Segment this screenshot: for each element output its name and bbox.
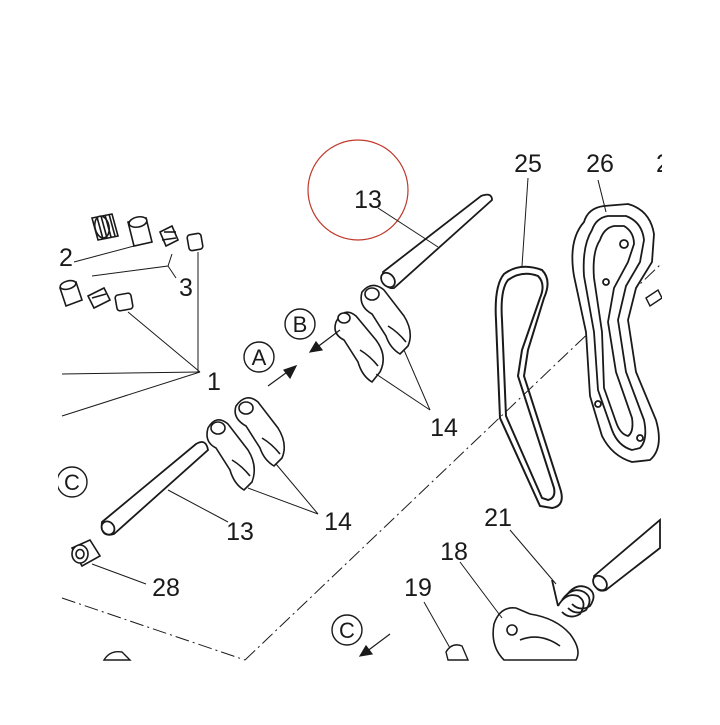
- label-26: 26: [586, 150, 614, 178]
- leader-13-lower: [167, 489, 229, 523]
- view-marker-b-label: B: [293, 312, 308, 337]
- label-3: 3: [179, 274, 193, 302]
- label-28: 28: [152, 574, 180, 602]
- label-13-top: 13: [354, 186, 382, 214]
- small-bush-lower: [114, 292, 134, 312]
- rocker-arm: [206, 419, 256, 492]
- view-c-arrow: [358, 633, 391, 657]
- collet-lower: [86, 286, 112, 310]
- label-13-lower: 13: [226, 518, 254, 546]
- view-marker-a-label: A: [252, 345, 267, 370]
- cover-26: [571, 203, 660, 463]
- frame-mask-left: [0, 0, 58, 720]
- spring-21: [551, 579, 595, 618]
- view-marker-c-bottom: C: [331, 614, 363, 646]
- label-1: 1: [207, 368, 221, 396]
- small-bush-upper: [186, 232, 204, 252]
- frame-mask-bottom: [0, 662, 720, 720]
- leader-19: [423, 601, 451, 649]
- leader-14-lower: [247, 463, 319, 515]
- rocker-arms-14-upper: [334, 284, 412, 384]
- label-14-upper: 14: [430, 414, 458, 442]
- shaft-13-lower: [100, 441, 209, 536]
- highlight-circle: [307, 139, 409, 241]
- label-18: 18: [440, 538, 468, 566]
- assembly-arrows: [267, 329, 341, 387]
- collet-upper: [158, 224, 180, 248]
- bush-lower-left: [58, 279, 84, 308]
- shaft-13-top: [380, 193, 493, 290]
- view-marker-c-bottom-label: C: [339, 618, 355, 643]
- leader-25: [521, 177, 529, 267]
- view-marker-c-left-label: C: [64, 470, 80, 495]
- stud-right: [645, 288, 663, 308]
- label-21: 21: [484, 504, 512, 532]
- view-marker-a: A: [243, 341, 275, 373]
- fragment-bottom-left: [102, 650, 132, 661]
- leader-13-top: [377, 207, 439, 248]
- leader-lines-left: [61, 245, 201, 417]
- rocker-arms-14-lower: [206, 397, 286, 492]
- leader-21: [509, 529, 557, 585]
- leader-14-upper: [375, 349, 431, 411]
- bracket-18: [492, 607, 579, 661]
- part-19: [445, 644, 470, 661]
- leader-28: [91, 563, 147, 585]
- view-marker-c-left: C: [56, 466, 88, 498]
- view-marker-b: B: [284, 308, 316, 340]
- bush-part-2: [127, 215, 153, 247]
- shaft-right: [592, 518, 661, 592]
- leader-26: [597, 179, 607, 213]
- leader-18: [459, 561, 503, 619]
- rocker-arm: [234, 397, 286, 468]
- rocker-arm: [334, 311, 384, 384]
- label-25: 25: [514, 150, 542, 178]
- label-14-lower: 14: [324, 508, 352, 536]
- label-19: 19: [404, 574, 432, 602]
- plug-28: [70, 538, 102, 568]
- small-parts-group: [58, 213, 204, 312]
- gasket-25: [494, 265, 563, 510]
- centerlines: [61, 264, 661, 661]
- frame-mask-right: [662, 0, 720, 720]
- label-2: 2: [59, 244, 73, 272]
- threaded-bush-part-2: [91, 213, 119, 241]
